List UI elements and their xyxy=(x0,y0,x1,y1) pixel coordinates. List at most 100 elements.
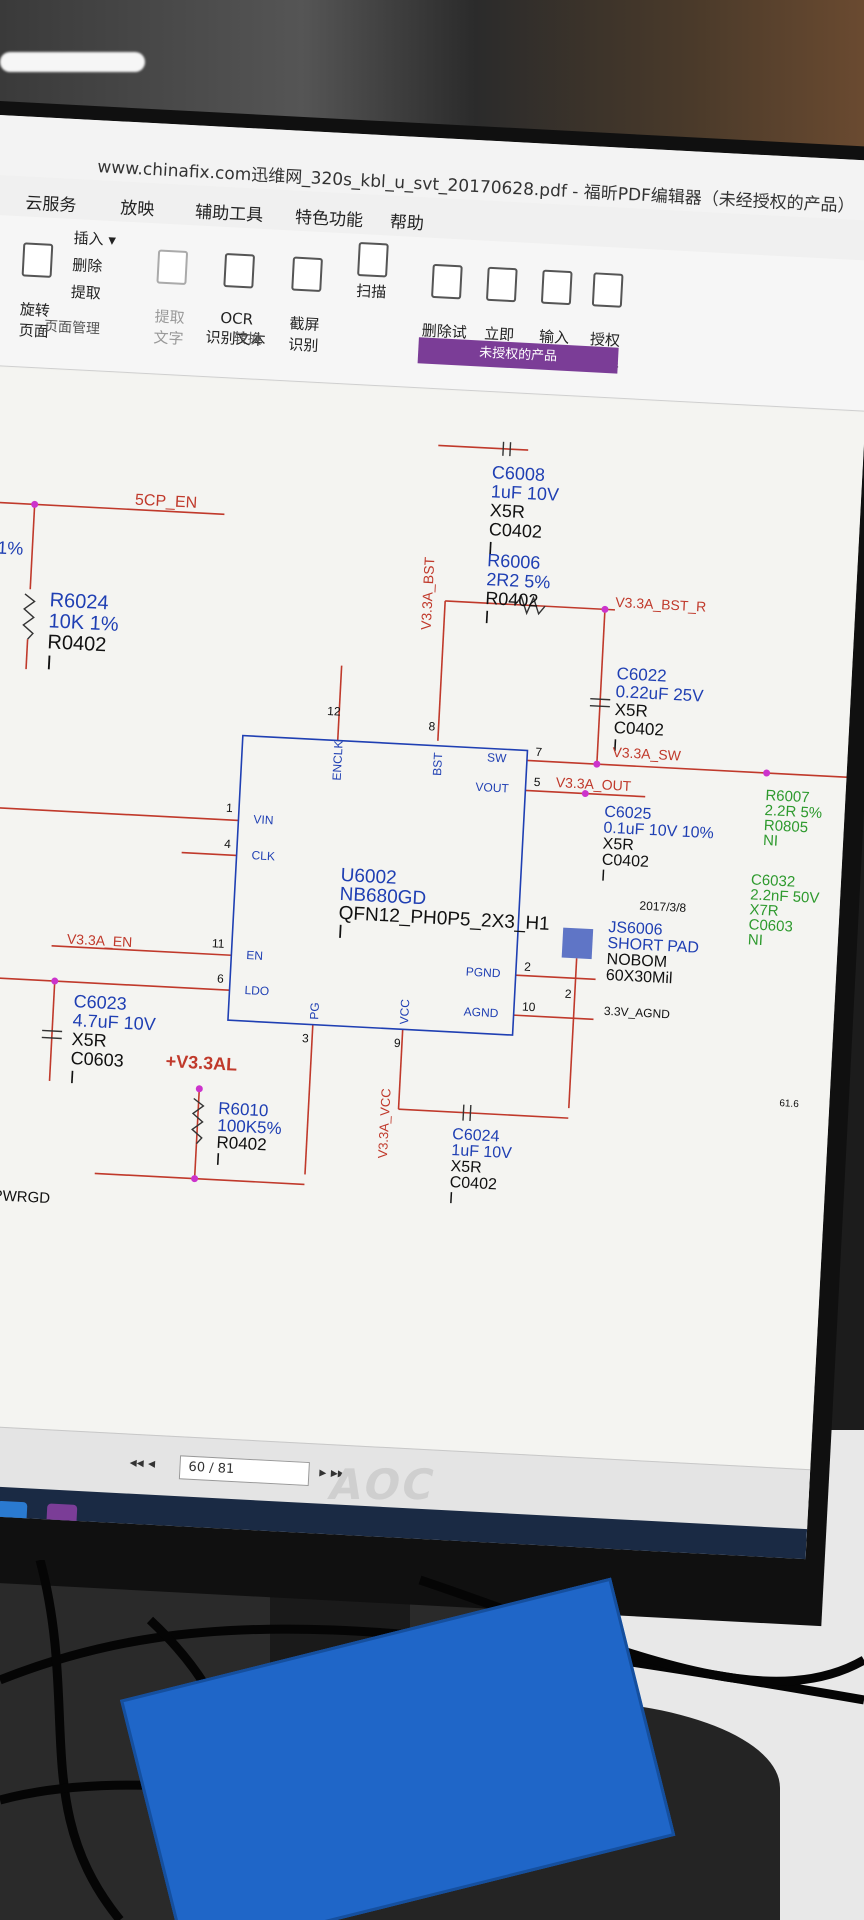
scan-label: 扫描 xyxy=(355,281,387,302)
wire-pgnd xyxy=(515,974,596,981)
node-bst-r xyxy=(601,605,609,613)
r6007-labels: R6007 2.2R 5% R0805 NI xyxy=(762,787,824,851)
insert-button[interactable]: 插入 ▾ xyxy=(73,229,117,250)
insert-label: 插入 xyxy=(73,229,105,249)
page-number-field[interactable]: 60 / 81 xyxy=(178,1455,310,1487)
pin-num-7: 7 xyxy=(535,744,543,760)
wire-r6024-top xyxy=(29,504,36,590)
extract-text-button[interactable]: 提取 文字 xyxy=(148,231,194,349)
pin-en: EN xyxy=(246,948,264,963)
resistor-left-ref: 23 xyxy=(0,516,25,538)
cap-c6022-b xyxy=(589,704,610,708)
r6006-pkg: R0402 xyxy=(484,588,539,611)
cap-c6023-a xyxy=(42,1029,63,1033)
delete-button[interactable]: 删除 xyxy=(72,254,103,277)
c6032-labels: C6032 2.2nF 50V X7R C0603 NI xyxy=(747,871,820,951)
extract-text-label: 提取 文字 xyxy=(153,307,186,348)
extract-button[interactable]: 提取 xyxy=(70,281,101,304)
c6024-labels: C6024 1uF 10V X5R C0402 I xyxy=(448,1126,513,1210)
menu-features[interactable]: 特色功能 xyxy=(294,207,364,232)
c6024-pkg: C0402 xyxy=(449,1174,498,1194)
r6024-labels: R6024 10K 1% R0402 I xyxy=(45,589,120,678)
ocr-icon xyxy=(223,252,256,289)
screenshot-ocr-button[interactable]: 截屏 识别 xyxy=(278,238,334,356)
wire-en xyxy=(51,945,232,957)
menu-tools[interactable]: 辅助工具 xyxy=(194,202,264,226)
wire-bst xyxy=(437,600,446,741)
node-5cp-en xyxy=(31,500,39,508)
ic-body xyxy=(227,734,529,1036)
wire-c6024 xyxy=(398,1108,569,1119)
wire-c6022 xyxy=(596,609,606,765)
convert-group-label: 转换 xyxy=(233,330,263,348)
pin-num-12: 12 xyxy=(326,703,341,719)
r6006-flag: I xyxy=(483,607,490,628)
node-sw-right xyxy=(763,769,771,777)
cap-c6023-b xyxy=(41,1036,62,1040)
node-pwrgd xyxy=(191,1175,199,1183)
resistor-left-pkg: 02 xyxy=(0,556,23,578)
node-sw xyxy=(593,760,601,768)
pdf-document-view: 5CP_EN 23 1% 02 R6024 10K 1% R0402 I C60… xyxy=(0,366,864,1512)
wire-pg xyxy=(304,1024,314,1175)
pin-num-2b: 2 xyxy=(564,986,572,1002)
pin-num-3: 3 xyxy=(301,1031,310,1046)
wire-ldo xyxy=(0,977,230,992)
pin-sw: SW xyxy=(486,750,507,766)
resistor-left-labels: 23 1% 02 xyxy=(0,516,25,578)
resistor-r6024 xyxy=(22,593,36,640)
resistor-r6010 xyxy=(191,1097,205,1145)
pin-ldo: LDO xyxy=(244,983,270,999)
net-vcc: V3.3A_VCC xyxy=(374,1088,394,1159)
pin-num-2: 2 xyxy=(523,959,532,974)
menu-help[interactable]: 帮助 xyxy=(389,212,425,235)
pin-num-9: 9 xyxy=(393,1035,402,1051)
net-5cp-en: 5CP_EN xyxy=(134,491,198,512)
pin-num-10: 10 xyxy=(521,999,536,1015)
pin-vin: VIN xyxy=(253,812,274,828)
menu-cloud[interactable]: 云服务 xyxy=(24,193,77,217)
wire-pwrgd xyxy=(94,1172,305,1186)
pin-num-6: 6 xyxy=(216,971,225,986)
pin-num-4: 4 xyxy=(223,836,232,852)
page-reference: 61.6 xyxy=(779,1098,800,1111)
r6010-labels: R6010 100K5% R0402 I xyxy=(215,1099,283,1171)
monitor-brand-logo: AOC xyxy=(324,1460,441,1509)
node-v33al xyxy=(195,1085,203,1093)
wire-sw xyxy=(526,759,847,779)
wire-clk xyxy=(181,851,237,857)
cap-c6022-a xyxy=(590,697,611,701)
pin-enclk: ENCLK xyxy=(329,740,346,781)
wire-enclk xyxy=(336,665,343,741)
page-group-label: 页面管理 xyxy=(43,318,101,338)
net-en: V3.3A_EN xyxy=(66,930,133,951)
scan-button[interactable]: 扫描 xyxy=(351,241,394,303)
license-icon xyxy=(591,272,624,308)
monitor-screen: www.chinafix.com迅维网_320s_kbl_u_svt_20170… xyxy=(0,115,864,1560)
text-icon xyxy=(156,249,189,285)
js6006-labels: JS6006 SHORT PAD NOBOM 60X30Mil xyxy=(605,919,700,989)
key-icon xyxy=(540,269,573,306)
pin-num-5: 5 xyxy=(533,774,541,790)
c6023-labels: C6023 4.7uF 10V X5R C0603 I xyxy=(69,991,157,1091)
scanner-icon xyxy=(357,241,389,278)
screenshot-label: 截屏 识别 xyxy=(287,314,320,355)
pin-bst: BST xyxy=(430,752,446,777)
nav-prev-icon[interactable]: ◂◂ ◂ xyxy=(129,1454,156,1472)
delete-label: 删除 xyxy=(71,255,103,276)
short-pad-js6006 xyxy=(561,927,594,960)
menu-slideshow[interactable]: 放映 xyxy=(119,198,155,221)
r6007-flag: NI xyxy=(762,831,779,850)
wire-r6024-bottom xyxy=(25,639,29,670)
node-vout xyxy=(581,790,589,798)
pin-num-8: 8 xyxy=(428,719,436,734)
net-sw: V3.3A_SW xyxy=(612,743,682,764)
r6024-flag: I xyxy=(45,652,53,675)
watermark-icon xyxy=(431,263,463,300)
pin-pgnd: PGND xyxy=(465,964,501,981)
node-ldo xyxy=(51,977,59,985)
c6024-flag: I xyxy=(448,1189,454,1208)
extract-label: 提取 xyxy=(70,282,102,303)
resistor-r6006 xyxy=(514,595,546,616)
